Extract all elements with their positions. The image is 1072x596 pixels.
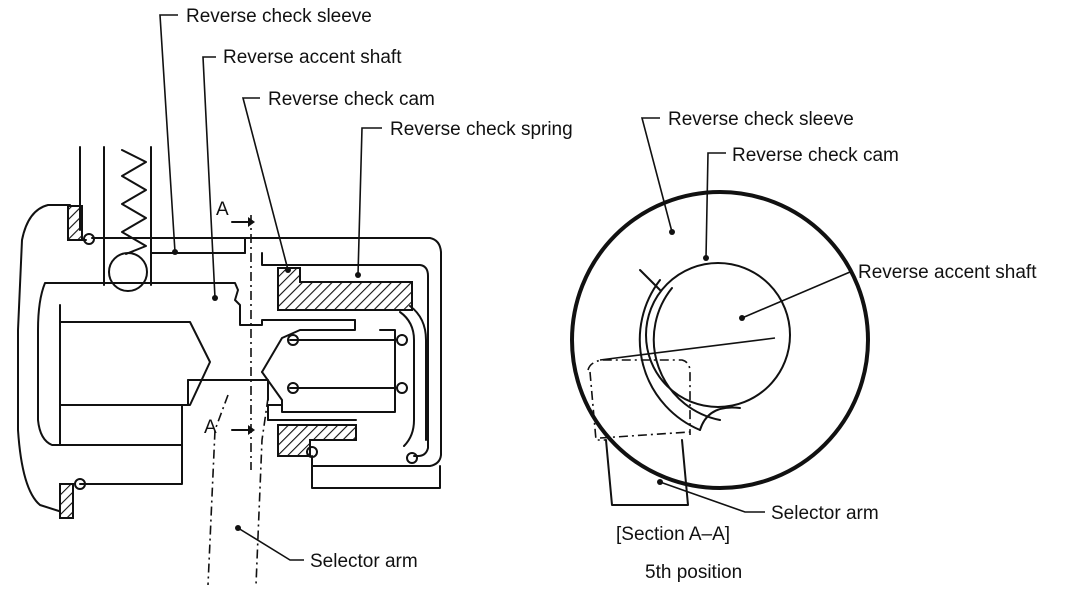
label-reverse-check-sleeve: Reverse check sleeve — [186, 6, 372, 27]
section-selector-arm-lower — [605, 439, 689, 506]
leader-dot-section-cam — [703, 255, 709, 261]
section-labels: Reverse check sleeve Reverse check cam R… — [616, 109, 1037, 583]
section-caption: [Section A–A] — [616, 524, 730, 545]
leader-section-shaft — [741, 271, 851, 319]
selector-arm-outline-2 — [255, 397, 269, 586]
label-selector-arm-left: Selector arm — [310, 551, 418, 572]
label-section-reverse-check-cam: Reverse check cam — [732, 145, 899, 166]
top-seal — [67, 205, 83, 241]
sleeve-body — [91, 237, 442, 467]
housing-inner-outline — [37, 239, 87, 446]
detent-ball — [108, 252, 148, 292]
cam-hook — [699, 406, 741, 431]
left-cross-section: A A — [17, 146, 442, 586]
accent-shaft-bottom — [59, 444, 183, 485]
leader-spring — [357, 127, 382, 276]
leader-accent-shaft — [202, 56, 216, 299]
selector-arm-top — [187, 379, 269, 401]
spring-end-1 — [287, 334, 299, 346]
section-marker-bottom: A — [204, 417, 217, 438]
section-arm-dash — [599, 431, 691, 439]
label-reverse-check-spring: Reverse check spring — [390, 119, 573, 140]
reverse-check-cam-top — [277, 267, 413, 311]
section-marker-top: A — [216, 199, 229, 220]
section-arrowhead-top — [248, 217, 255, 227]
leader-dot-section-shaft — [739, 315, 745, 321]
cam-lower-line — [267, 404, 283, 421]
label-reverse-check-cam: Reverse check cam — [268, 89, 435, 110]
leader-dot-accent-shaft — [212, 295, 218, 301]
cam-edge-top — [639, 269, 661, 291]
leader-dot-section-selector — [657, 479, 663, 485]
spring-end-4 — [396, 382, 408, 394]
shaft-circle — [645, 262, 791, 408]
leader-dot-section-sleeve — [669, 229, 675, 235]
right-wall-outer — [409, 305, 427, 441]
section-view — [570, 190, 870, 506]
section-selector-arm — [587, 359, 691, 441]
leader-selector-arm — [237, 527, 304, 561]
detent-spring — [121, 149, 147, 255]
bottom-seal — [59, 483, 74, 519]
sleeve-outer-ring — [570, 190, 870, 490]
sleeve-step — [261, 252, 429, 457]
leader-dot-selector-arm — [235, 525, 241, 531]
housing-outline — [17, 204, 71, 513]
leader-cam — [241, 97, 289, 271]
cam-arc-outer — [638, 279, 701, 431]
section-arrowhead-bottom — [248, 425, 255, 435]
bottom-housing — [311, 455, 441, 489]
right-wall-inner — [399, 311, 415, 447]
section-subcaption: 5th position — [645, 562, 742, 583]
label-reverse-accent-shaft: Reverse accent shaft — [223, 47, 402, 68]
label-section-reverse-accent-shaft: Reverse accent shaft — [858, 262, 1037, 283]
leader-dot-spring — [355, 272, 361, 278]
spring-cavity-lower — [261, 329, 396, 413]
reverse-check-cam-bottom — [277, 424, 357, 457]
leader-dot-sleeve — [172, 249, 178, 255]
section-divider — [599, 337, 776, 361]
label-section-reverse-check-sleeve: Reverse check sleeve — [668, 109, 854, 130]
cam-arc-inner — [652, 287, 721, 421]
spring-end-2 — [287, 382, 299, 394]
leader-section-selector — [659, 481, 765, 513]
spring-cavity — [261, 319, 356, 373]
leader-section-cam — [705, 152, 726, 259]
leader-dot-cam — [285, 267, 291, 273]
accent-shaft — [55, 282, 356, 326]
label-section-selector-arm: Selector arm — [771, 503, 879, 524]
o-ring-right — [406, 452, 418, 464]
leader-section-sleeve — [640, 117, 673, 233]
left-labels: Reverse check sleeve Reverse accent shaf… — [159, 6, 573, 572]
selector-arm-outline — [207, 394, 229, 586]
spring-end-3 — [396, 334, 408, 346]
leader-sleeve — [159, 14, 178, 253]
